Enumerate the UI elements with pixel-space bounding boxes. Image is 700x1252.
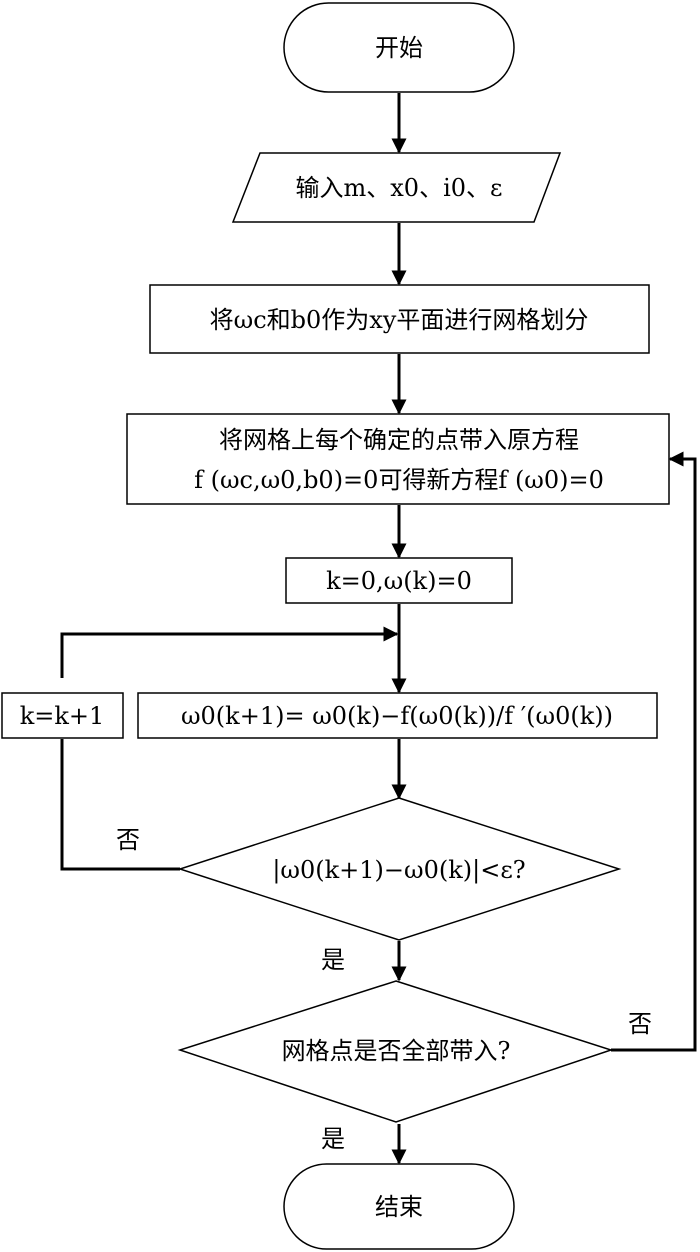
label-all-yes: 是 (321, 1125, 345, 1153)
label-all-no: 否 (628, 1010, 652, 1038)
svg-text:输入m、x0、i0、ε: 输入m、x0、i0、ε (296, 174, 503, 202)
end-terminal: 结束 (283, 1163, 515, 1250)
iterate-process: ω0(k+1)= ω0(k)−f(ω0(k))/f ′(ω0(k)) (137, 692, 658, 739)
svg-text:|ω0(k+1)−ω0(k)|<ε?: |ω0(k+1)−ω0(k)|<ε? (272, 856, 525, 885)
init-process: k=0,ω(k)=0 (285, 557, 513, 604)
svg-text:网格点是否全部带入?: 网格点是否全部带入? (282, 1037, 511, 1065)
svg-text:k=k+1: k=k+1 (20, 702, 105, 730)
substitute-process: 将网格上每个确定的点带入原方程 f (ωc,ω0,b0)=0可得新方程f (ω0… (126, 413, 670, 505)
edge-converge-no (60, 739, 180, 871)
edge-increment-loop (60, 626, 399, 678)
svg-text:开始: 开始 (375, 34, 423, 62)
label-converge-yes: 是 (321, 946, 345, 974)
input-parallelogram: 输入m、x0、i0、ε (231, 152, 562, 223)
svg-text:k=0,ω(k)=0: k=0,ω(k)=0 (326, 567, 472, 595)
svg-text:将ωc和b0作为xy平面进行网格划分: 将ωc和b0作为xy平面进行网格划分 (210, 306, 589, 334)
svg-text:ω0(k+1)= ω0(k)−f(ω0(k))/f ′(ω0: ω0(k+1)= ω0(k)−f(ω0(k))/f ′(ω0(k)) (181, 702, 613, 730)
svg-text:将网格上每个确定的点带入原方程: 将网格上每个确定的点带入原方程 (219, 426, 579, 454)
edge-all-no (611, 451, 697, 1052)
increment-process: k=k+1 (1, 692, 124, 739)
label-converge-no: 否 (116, 826, 140, 854)
svg-text:f (ωc,ω0,b0)=0可得新方程f (ω0)=0: f (ωc,ω0,b0)=0可得新方程f (ω0)=0 (194, 466, 604, 494)
svg-text:结束: 结束 (375, 1193, 423, 1221)
grid-process: 将ωc和b0作为xy平面进行网格划分 (149, 284, 650, 354)
converge-decision: |ω0(k+1)−ω0(k)|<ε? (177, 797, 622, 941)
start-terminal: 开始 (283, 2, 515, 93)
all-points-decision: 网格点是否全部带入? (177, 980, 614, 1123)
